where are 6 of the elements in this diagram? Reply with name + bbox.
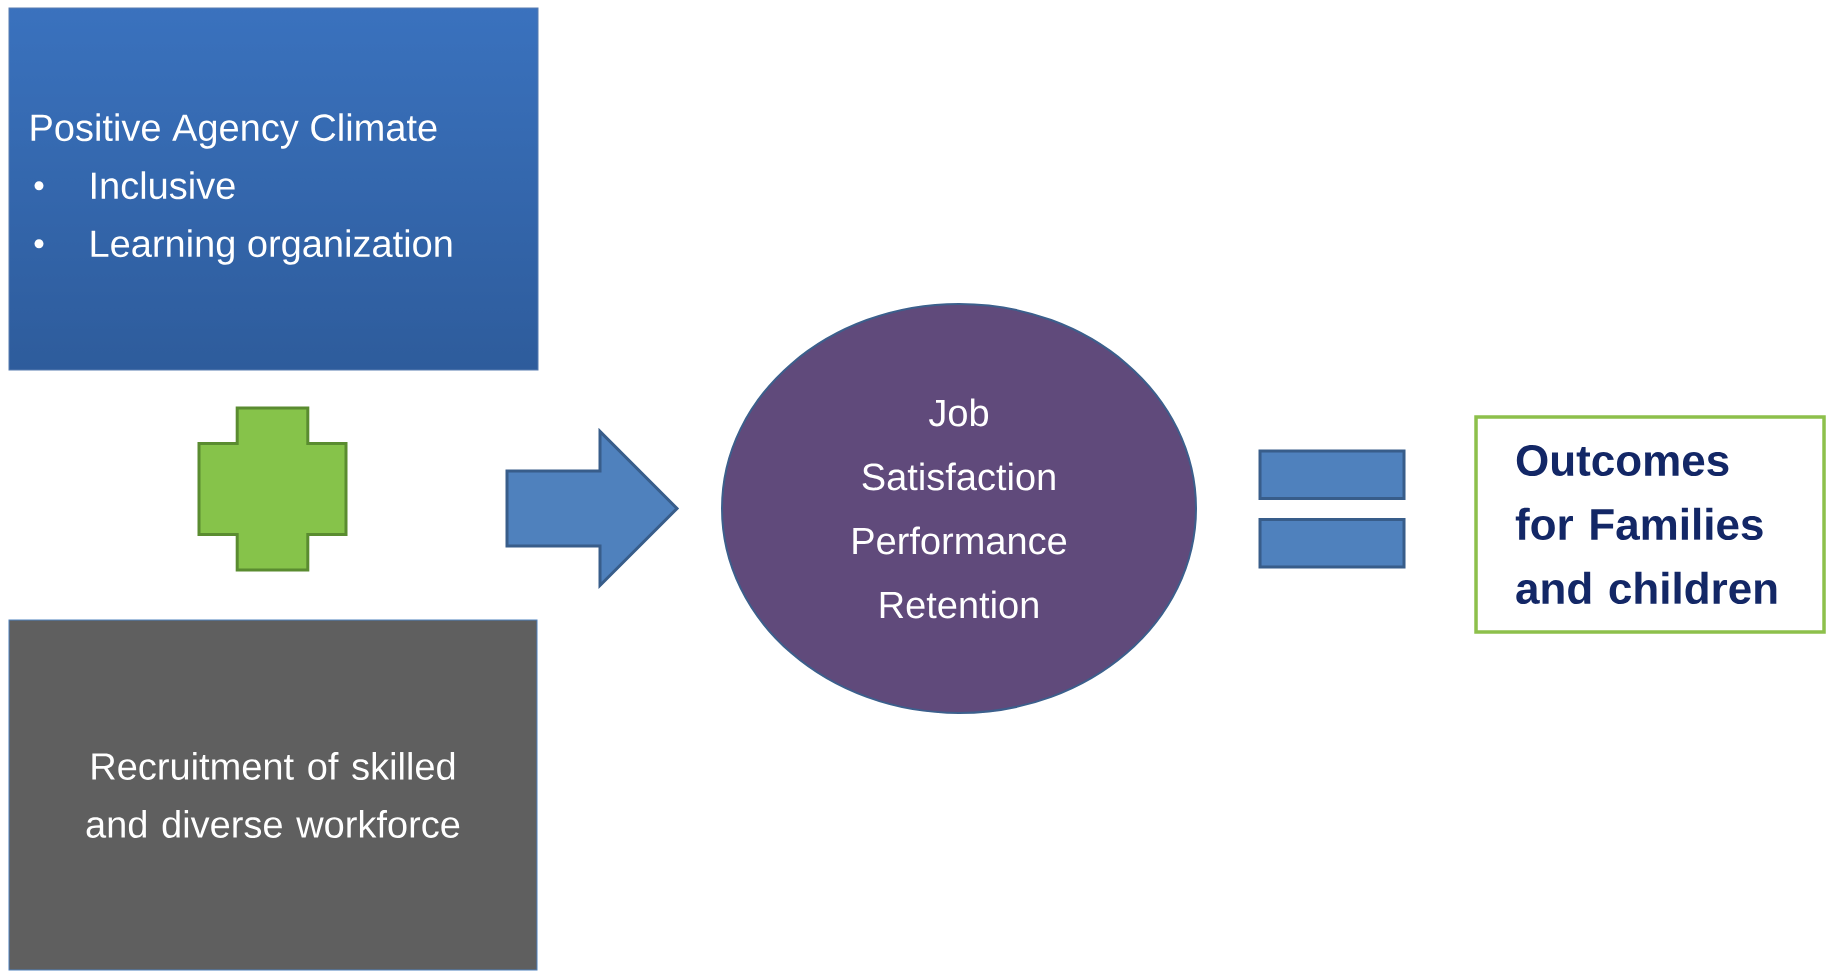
outcomes-box: Outcomes for Families and children [1474, 415, 1826, 634]
climate-box: Positive Agency Climate Inclusive Learning organization [8, 7, 539, 371]
block-arrow [505, 427, 680, 590]
plus-sign [197, 406, 348, 572]
recruitment-box: Recruitment of skilled and diverse workforce [8, 619, 538, 971]
equals-sign [1258, 449, 1406, 569]
